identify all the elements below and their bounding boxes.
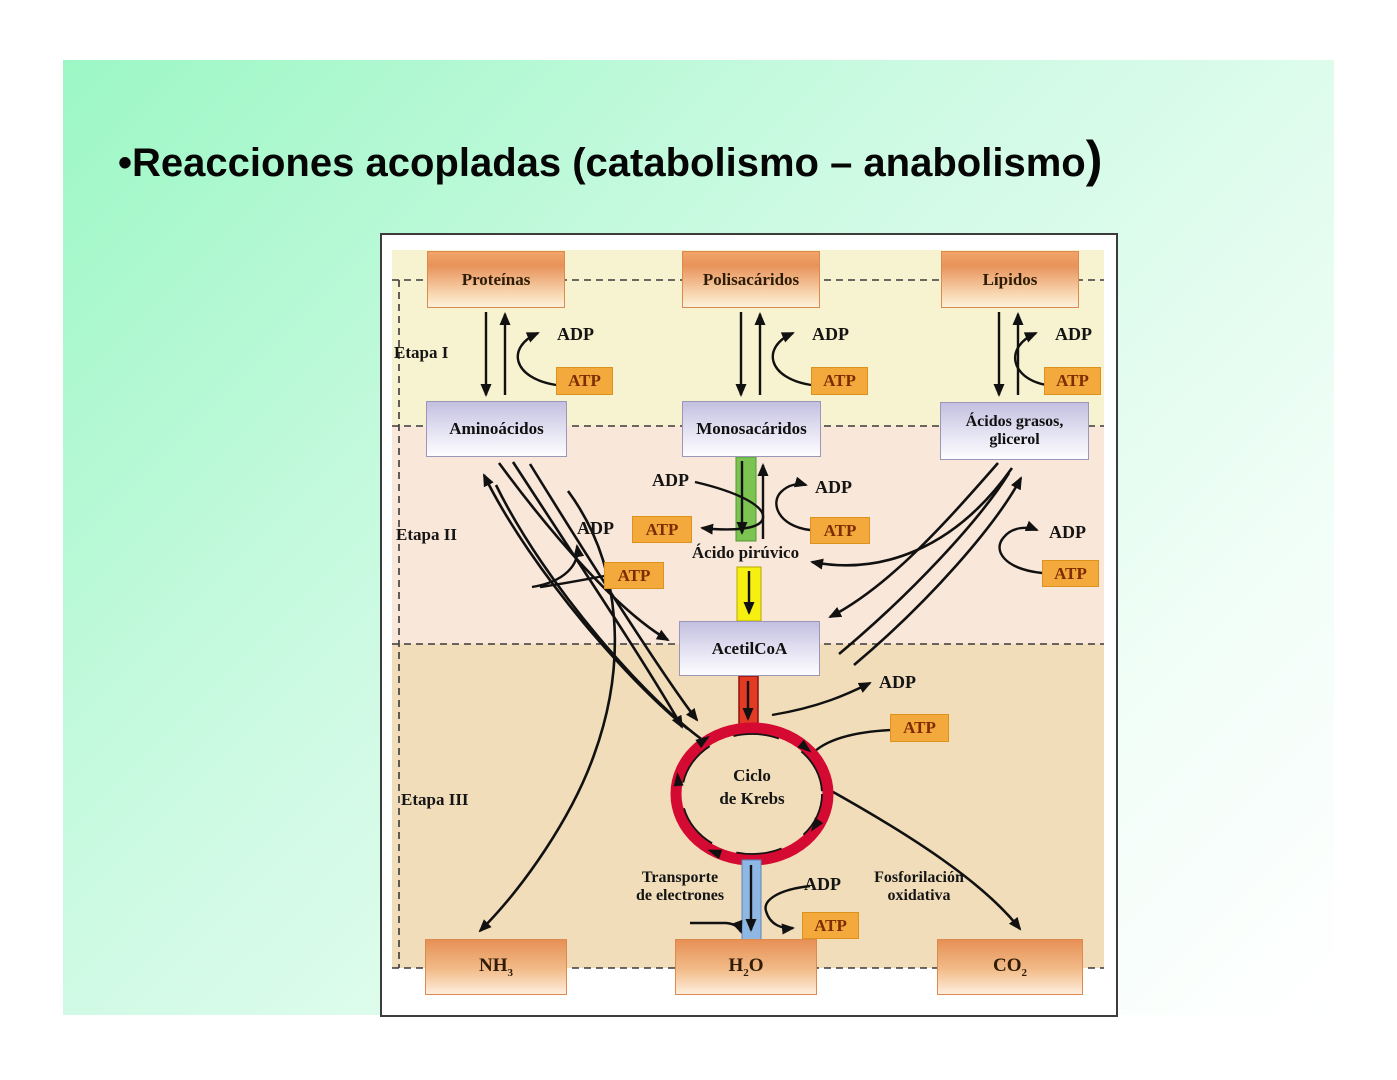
transporte-line2: de electrones (635, 887, 725, 905)
atp-badge: ATP (1044, 367, 1101, 395)
electron-transport-arrows (690, 865, 811, 935)
label-etapa-2: Etapa II (396, 525, 457, 544)
box-acidos-grasos: Ácidos grasos, glicerol (940, 402, 1089, 460)
label-acido-piruvico: Ácido pirúvico (691, 543, 800, 562)
label-fosforilacion-oxidativa: Fosforilación oxidativa (859, 869, 979, 906)
transporte-line1: Transporte (641, 869, 719, 886)
label-adp: ADP (577, 518, 614, 538)
atp-badge: ATP (632, 516, 692, 543)
label-adp: ADP (815, 477, 852, 497)
atp-badge: ATP (890, 714, 949, 742)
h2o-tail: O (748, 955, 764, 976)
co2-formula: CO (993, 955, 1022, 976)
atp-badge: ATP (1042, 560, 1099, 587)
atp-badge: ATP (810, 517, 870, 544)
box-nh3: NH3 (425, 939, 567, 995)
diagram-artwork (392, 250, 1104, 969)
label-adp: ADP (1049, 522, 1086, 542)
title-close-paren: ) (1085, 131, 1103, 187)
box-acetilcoa: AcetilCoA (679, 621, 820, 676)
box-co2: CO2 (937, 939, 1083, 995)
label-etapa-3: Etapa III (401, 790, 469, 809)
catabolism-anabolism-curves (478, 461, 1023, 933)
label-adp: ADP (812, 324, 849, 344)
box-h2o: H2O (675, 939, 817, 995)
amino-adp-atp-arc (531, 544, 605, 589)
title-text: Reacciones acopladas (catabolismo – anab… (132, 141, 1086, 185)
h2o-subscript: 2 (743, 967, 749, 979)
label-de-krebs: de Krebs (719, 789, 785, 808)
atp-badge: ATP (802, 912, 859, 939)
metabolism-diagram-panel: Etapa I Etapa II Etapa III Proteínas Pol… (380, 233, 1118, 1017)
label-etapa-1: Etapa I (394, 343, 449, 362)
box-polisacaridos: Polisacáridos (682, 251, 820, 308)
label-adp: ADP (879, 672, 916, 692)
krebs-adp-atp-arc (771, 681, 892, 753)
atp-badge: ATP (604, 562, 664, 589)
box-lipidos: Lípidos (941, 251, 1079, 308)
nh3-formula: NH (479, 955, 508, 976)
box-monosacaridos: Monosacáridos (682, 401, 821, 457)
atp-badge: ATP (811, 367, 868, 395)
atp-badge: ATP (556, 367, 613, 395)
label-adp: ADP (557, 324, 594, 344)
title-bullet: • (118, 141, 133, 185)
nh3-subscript: 3 (507, 967, 514, 979)
box-proteinas: Proteínas (427, 251, 565, 308)
fatty-line1: Ácidos grasos, (965, 412, 1064, 430)
co2-subscript: 2 (1021, 967, 1028, 979)
stage1-reaction-arrows (480, 312, 1047, 397)
slide-title: •Reacciones acopladas (catabolismo – ana… (118, 130, 1102, 188)
h2o-formula: H (728, 955, 744, 976)
label-transporte-electrones: Transporte de electrones (627, 869, 733, 906)
box-aminoacidos: Aminoácidos (426, 401, 567, 457)
label-ciclo: Ciclo (733, 766, 771, 785)
fosforilacion-line1: Fosforilación (874, 869, 964, 886)
label-adp: ADP (804, 874, 841, 894)
fatty-adp-atp-arc (998, 520, 1043, 575)
label-adp: ADP (652, 470, 689, 490)
fosforilacion-line2: oxidativa (887, 887, 951, 905)
label-adp: ADP (1055, 324, 1092, 344)
krebs-direction-arrows (673, 735, 824, 860)
fatty-line2: glicerol (989, 431, 1040, 448)
glycolysis-arrows (694, 461, 811, 539)
